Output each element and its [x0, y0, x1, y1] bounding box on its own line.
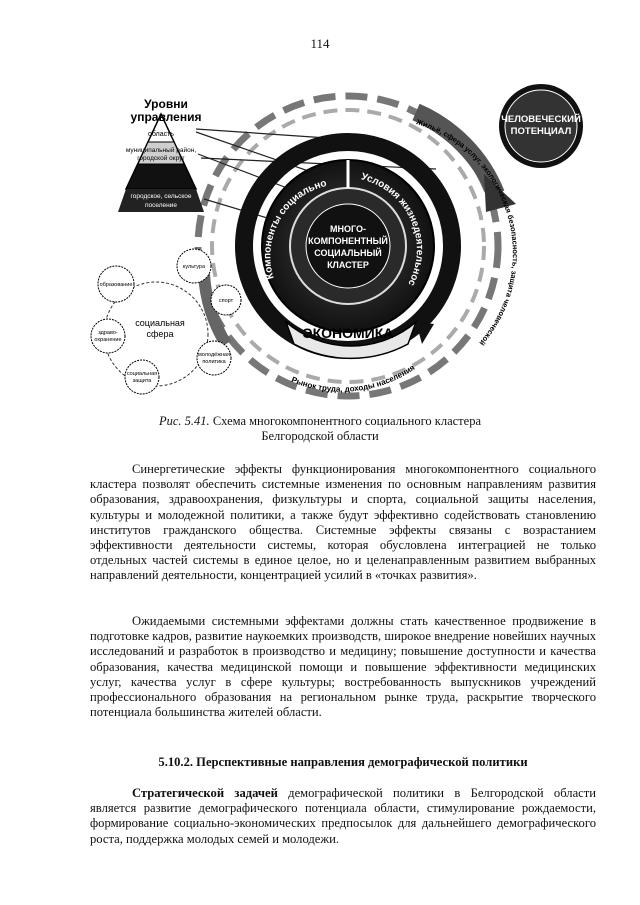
cluster-center-1: МНОГО-	[330, 224, 366, 234]
pyramid-level-3a: городское, сельское	[131, 193, 192, 200]
cluster-center-4: КЛАСТЕР	[327, 260, 369, 270]
sphere-protection-2: защита	[133, 378, 153, 384]
pyramid-level-2a: муниципальный район,	[126, 146, 196, 154]
sphere-youth-2: политика	[202, 359, 226, 365]
paragraph-3-lead: Стратегической задачей	[132, 786, 278, 800]
human-potential-1: ЧЕЛОВЕЧЕСКИЙ	[501, 113, 581, 125]
pyramid-level-3b: поселение	[145, 202, 177, 209]
sphere-protection-1: социальная	[127, 371, 157, 377]
pyramid	[118, 112, 204, 212]
paragraph-3-rest: демографической политики в Белгородской …	[90, 786, 596, 846]
paragraph-3: Стратегической задачей демографической п…	[90, 786, 596, 847]
figure-caption: Рис. 5.41. Схема многокомпонентного соци…	[150, 414, 490, 444]
sphere-culture: культура	[183, 264, 206, 270]
social-sphere-2: сфера	[147, 329, 174, 339]
social-sphere-1: социальная	[135, 318, 185, 328]
page-number: 114	[310, 36, 330, 51]
cluster-center-2: КОМПОНЕНТНЫЙ	[308, 235, 388, 246]
sphere-youth-1: молодёжная	[198, 352, 230, 358]
paragraph-1: Синергетические эффекты функционирования…	[90, 462, 596, 583]
caption-label: Рис. 5.41.	[159, 414, 210, 428]
pyramid-level-2b: городской округ	[137, 154, 185, 162]
caption-line-2: Белгородской области	[261, 429, 379, 443]
pyramid-title-1: Уровни	[144, 97, 188, 111]
pyramid-level-1: область	[148, 130, 174, 138]
cluster-diagram: Уровни управления область муниципальный …	[86, 74, 583, 400]
pyramid-title-2: управления	[131, 110, 202, 124]
caption-line-1: Схема многокомпонентного социального кла…	[212, 414, 481, 428]
section-heading: 5.10.2. Перспективные направления демогр…	[158, 755, 528, 769]
human-potential-2: ПОТЕНЦИАЛ	[511, 126, 572, 137]
economy-label: ЭКОНОМИКА	[303, 325, 394, 341]
sphere-health-1: здраво-	[98, 330, 118, 336]
social-sphere	[90, 248, 242, 395]
cluster-center-3: СОЦИАЛЬНЫЙ	[314, 247, 382, 258]
sphere-education: образование	[100, 282, 133, 288]
sphere-sport: спорт	[219, 298, 234, 304]
paragraph-2: Ожидаемыми системными эффектами должны с…	[90, 614, 596, 720]
sphere-health-2: охранение	[94, 337, 121, 343]
